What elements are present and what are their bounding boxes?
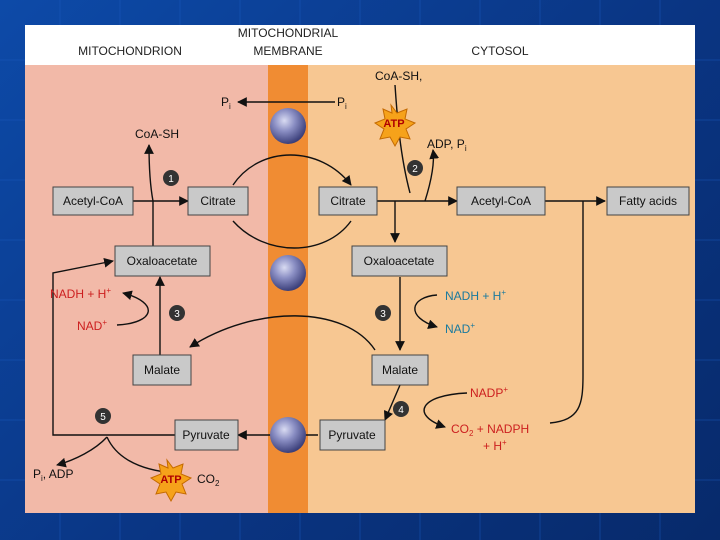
svg-text:3: 3 [174, 309, 180, 320]
step-3-left: 3 [169, 305, 185, 321]
pi-adp: Pi, ADP [33, 467, 73, 483]
label-pyruvate-mito: Pyruvate [182, 428, 230, 442]
co2-nadph: CO2 + NADPH [451, 422, 529, 438]
atp-star-top: ATP [373, 103, 417, 148]
box-citrate-mito: Citrate [187, 186, 249, 216]
arrow-nadp-cyto [423, 392, 468, 429]
atp-star-bottom: ATP [149, 458, 193, 503]
citrate-shuttle-diagram: MITOCHONDRION MITOCHONDRIAL MEMBRANE CYT… [25, 25, 695, 513]
label-oxaloacetate-cyto: Oxaloacetate [364, 254, 435, 268]
svg-text:1: 1 [168, 174, 174, 185]
svg-text:2: 2 [412, 164, 418, 175]
box-oxaloacetate-cyto: Oxaloacetate [351, 245, 448, 277]
svg-text:5: 5 [100, 412, 106, 423]
transporter-pi [270, 108, 306, 144]
nad-mito: NAD+ [77, 318, 107, 333]
label-fatty-acids: Fatty acids [619, 194, 677, 208]
box-acetyl-coa-cyto: Acetyl-CoA [456, 186, 546, 216]
header-membrane-line1: MITOCHONDRIAL [238, 26, 339, 40]
arrow-citrate-transport [232, 154, 352, 186]
pi-left: Pi [221, 95, 231, 111]
arrow-pi-adp-release [56, 436, 108, 468]
transporter-citrate [270, 255, 306, 291]
arrow-malate-pyruvate-cyto [383, 384, 401, 421]
nadh-cyto: NADH + H+ [445, 288, 506, 303]
label-citrate-mito: Citrate [200, 194, 236, 208]
label-citrate-cyto: Citrate [330, 194, 366, 208]
nadh-mito: NADH + H+ [50, 286, 111, 301]
header-membrane-line2: MEMBRANE [253, 44, 322, 58]
label-acetyl-coa-mito: Acetyl-CoA [63, 194, 123, 208]
header-band [25, 25, 695, 65]
co2-bottom: CO2 [197, 472, 220, 488]
arrow-nadh-cyto [414, 294, 438, 330]
arrow-nad-mito [116, 290, 149, 326]
arrow-malate-transport [189, 315, 376, 351]
atp-top-label: ATP [383, 118, 404, 130]
arrow-nadph-to-fattyacids [549, 201, 584, 424]
pi-right: Pi [337, 95, 347, 111]
arrow-coash-release [144, 144, 154, 202]
label-oxaloacetate-mito: Oxaloacetate [127, 254, 198, 268]
arrow-transport-return [232, 220, 352, 249]
atp-bottom-label: ATP [160, 474, 181, 486]
nad-cyto: NAD+ [445, 321, 475, 336]
label-pyruvate-cyto: Pyruvate [328, 428, 376, 442]
step-3-right: 3 [375, 305, 391, 321]
coash-mito: CoA-SH [135, 127, 179, 141]
box-citrate-cyto: Citrate [318, 186, 378, 216]
header-cytosol: CYTOSOL [471, 44, 528, 58]
step-4: 4 [393, 401, 409, 417]
step-5: 5 [95, 408, 111, 424]
transporter-pyruvate [270, 417, 306, 453]
label-acetyl-coa-cyto: Acetyl-CoA [471, 194, 531, 208]
adp-pi: ADP, Pi [427, 137, 467, 153]
header-mitochondrion: MITOCHONDRION [78, 44, 182, 58]
coash-cyto: CoA-SH, [375, 69, 422, 83]
box-fatty-acids: Fatty acids [606, 186, 690, 216]
label-malate-cyto: Malate [382, 363, 418, 377]
arrow-adp-release [424, 149, 440, 202]
arrow-pyruvate-oxaloacetate-mito [52, 257, 175, 436]
box-oxaloacetate-mito: Oxaloacetate [114, 245, 211, 277]
box-malate-mito: Malate [132, 354, 192, 386]
step-1-top: 1 [163, 170, 179, 186]
box-acetyl-coa-mito: Acetyl-CoA [52, 186, 134, 216]
box-pyruvate-cyto: Pyruvate [319, 419, 386, 451]
svg-text:4: 4 [398, 405, 404, 416]
label-malate-mito: Malate [144, 363, 180, 377]
step-2: 2 [407, 160, 423, 176]
svg-text:3: 3 [380, 309, 386, 320]
h-plus: + H+ [483, 438, 507, 453]
box-pyruvate-mito: Pyruvate [174, 419, 239, 451]
box-malate-cyto: Malate [371, 354, 429, 386]
nadp-cyto: NADP+ [470, 385, 508, 400]
